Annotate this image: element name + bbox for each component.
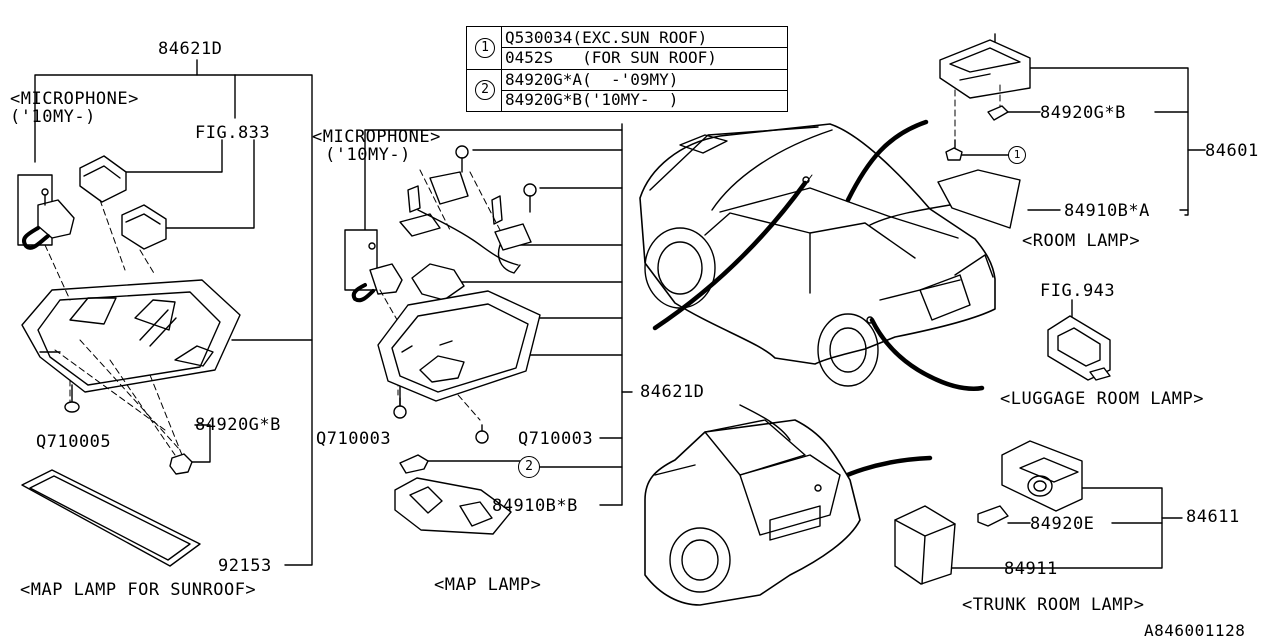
screw-icon bbox=[945, 139, 963, 161]
part-number: Q710003 bbox=[518, 429, 594, 449]
figure-reference: FIG.943 bbox=[1040, 281, 1116, 301]
section-caption: <MAP LAMP FOR SUNROOF> bbox=[20, 580, 257, 600]
dashed-assembly-lines-room bbox=[954, 84, 1001, 141]
ref-circle: 1 bbox=[1008, 146, 1026, 164]
luggage-lamp-icon bbox=[1047, 299, 1111, 381]
switch-block-icon bbox=[79, 155, 167, 250]
legend-text: Q530034(EXC.SUN ROOF) bbox=[505, 28, 708, 47]
screw-icon bbox=[64, 384, 80, 413]
ref-circle: 2 bbox=[475, 80, 495, 100]
part-number: 84910B*A bbox=[1064, 201, 1150, 221]
bulb-icon bbox=[977, 505, 1009, 527]
legend-table: 1 2 Q530034(EXC.SUN ROOF) 0452S (FOR SUN… bbox=[466, 26, 788, 112]
room-lamp-housing-icon bbox=[939, 33, 1031, 99]
legend-text: 0452S (FOR SUN ROOF) bbox=[505, 48, 717, 67]
part-number: 84601 bbox=[1205, 141, 1259, 161]
part-number: Q710003 bbox=[316, 429, 392, 449]
leader-lines-trunk bbox=[949, 487, 1183, 569]
legend-text: 84920G*A( -'09MY) bbox=[505, 70, 679, 89]
section-caption: <MAP LAMP> bbox=[434, 575, 542, 595]
microphone-icon bbox=[17, 174, 75, 250]
part-label: ('10MY-) bbox=[325, 145, 411, 165]
lamp-housing-icon bbox=[21, 279, 241, 393]
screw-icon bbox=[393, 145, 537, 444]
trunk-lamp-icon bbox=[1001, 440, 1083, 512]
hatchback-car-icon bbox=[639, 123, 996, 387]
microphone-icon bbox=[344, 229, 403, 303]
part-number: 84910B*B bbox=[492, 496, 578, 516]
part-label: ('10MY-) bbox=[10, 107, 96, 127]
diagram-id: A846001128 bbox=[1144, 621, 1246, 640]
leader-lines-room bbox=[959, 67, 1206, 216]
bulb-icon bbox=[399, 454, 429, 474]
part-label: <MICROPHONE> bbox=[10, 89, 139, 109]
part-number: 84920G*B bbox=[195, 415, 281, 435]
section-caption: <TRUNK ROOM LAMP> bbox=[962, 595, 1145, 615]
part-label: <MICROPHONE> bbox=[312, 127, 441, 147]
lamp-housing-icon bbox=[377, 290, 541, 402]
sedan-car-icon bbox=[644, 404, 861, 606]
legend-ref-cell: 2 bbox=[467, 69, 502, 111]
part-number: 84911 bbox=[1004, 559, 1058, 579]
lens-icon bbox=[937, 169, 1021, 229]
ref-circle: 1 bbox=[475, 38, 495, 58]
lens-icon bbox=[394, 477, 512, 535]
callout-thin-lines bbox=[805, 174, 813, 184]
bulb-icon bbox=[987, 105, 1009, 121]
bulb-icon bbox=[169, 453, 193, 475]
legend-text: 84920G*B('10MY- ) bbox=[505, 90, 679, 109]
lens-icon bbox=[21, 469, 201, 567]
leader-lines-left bbox=[34, 59, 313, 566]
part-number: 84611 bbox=[1186, 507, 1240, 527]
legend-ref-cell: 1 bbox=[467, 27, 502, 70]
section-caption: <LUGGAGE ROOM LAMP> bbox=[1000, 389, 1204, 409]
part-number: 84920G*B bbox=[1040, 103, 1126, 123]
leader-lines-mid bbox=[364, 123, 633, 506]
figure-reference: FIG.833 bbox=[195, 123, 271, 143]
part-number: 84621D bbox=[640, 382, 705, 402]
part-number: 84920E bbox=[1030, 514, 1095, 534]
part-number: 84621D bbox=[158, 39, 223, 59]
ref-circle: 2 bbox=[518, 456, 540, 478]
part-number: 92153 bbox=[218, 556, 272, 576]
part-number: Q710005 bbox=[36, 432, 112, 452]
dashed-assembly-lines-left bbox=[44, 199, 183, 456]
lens-icon bbox=[894, 505, 956, 585]
section-caption: <ROOM LAMP> bbox=[1022, 231, 1141, 251]
bracket-icon bbox=[399, 171, 532, 274]
